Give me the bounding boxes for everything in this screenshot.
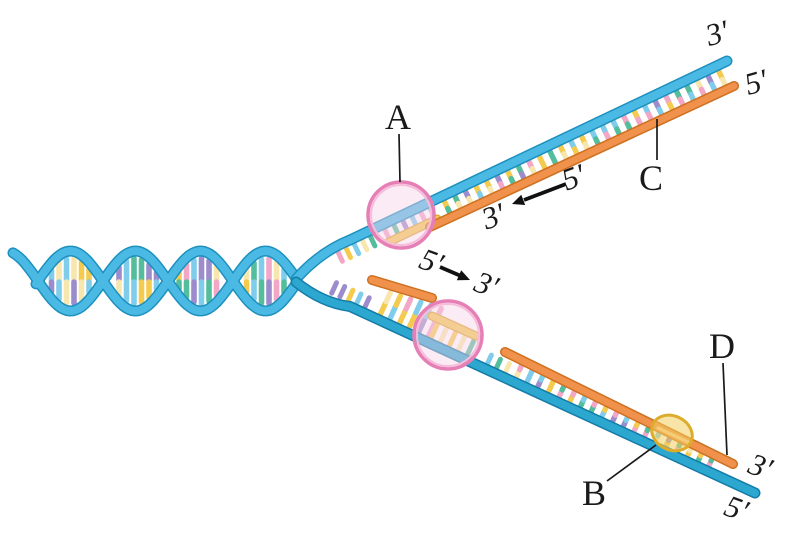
base-pair-rung [383, 290, 393, 305]
leader-line-b [606, 444, 657, 482]
magnifier-circle-a [366, 180, 436, 250]
base-pair-rung [588, 127, 598, 141]
helix-ribbon [9, 246, 299, 316]
unpaired-base [361, 295, 372, 311]
unpaired-base [464, 338, 477, 358]
end-label-bottom-template-5prime: 5′ [720, 488, 754, 529]
unpaired-base [353, 291, 364, 307]
enzyme-ellipse [650, 413, 694, 453]
base-pair-rung [393, 293, 404, 308]
new-strand-leading [426, 82, 738, 231]
label-d: D [709, 326, 735, 366]
diagram-artwork [7, 55, 761, 499]
base-pair-rung [641, 102, 651, 116]
leading-arrow-tail-label-5prime: 5′ [557, 156, 591, 197]
base-pair-rung [557, 142, 567, 156]
unpaired-base [428, 321, 441, 342]
base-pair-rung [673, 87, 683, 101]
base-pair-rung [546, 147, 556, 161]
base-pair-rung [425, 318, 438, 341]
base-pair-rung [578, 132, 588, 146]
fork-direction-arrow-shaft [439, 265, 461, 278]
template-strand-lagging [292, 278, 759, 497]
unpaired-base [335, 248, 345, 264]
base-pair-rung [494, 172, 503, 185]
fork-arrow-tail-label-5prime: 5′ [415, 241, 449, 282]
base-pair-rung [631, 107, 641, 121]
template-strand-leading [292, 57, 731, 283]
okazaki-fragment-1 [368, 276, 436, 302]
unpaired-base [367, 233, 378, 249]
fork-direction-arrowhead-icon [456, 270, 470, 281]
base-pair-rung [683, 82, 693, 96]
leader-line-a [398, 133, 401, 183]
label-b: B [582, 473, 606, 513]
leader-line-d [722, 362, 728, 456]
fork-arrow-head-label-3prime: 3′ [469, 264, 504, 305]
base-pair-rung [525, 157, 535, 171]
magnifier-circle-a [368, 182, 434, 248]
base-pair-rung [515, 162, 524, 176]
base-pair-rung [599, 122, 609, 136]
base-pair-rung [413, 299, 424, 316]
base-pair-rung [441, 197, 450, 210]
leading-strand-arrow-shaft [523, 182, 567, 202]
base-pair-rung [705, 72, 715, 86]
unpaired-base [484, 352, 494, 368]
end-label-bottom-new-3prime: 3′ [743, 446, 778, 487]
magnifier-circle-lagging [414, 301, 482, 369]
base-pair-rung [534, 378, 543, 391]
unpaired-base [343, 244, 353, 260]
base-pair-rung [462, 187, 471, 200]
leading-strand-arrowhead-icon [512, 194, 526, 205]
base-pair-rung [483, 177, 493, 190]
base-pair-rung [396, 307, 409, 327]
leading-arrow-head-label-3prime: 3′ [476, 195, 511, 236]
magnifier-circle-lagging [416, 303, 480, 367]
unpaired-base [359, 236, 370, 253]
primer-segment [428, 312, 480, 340]
unpaired-base [493, 356, 503, 372]
unpaired-base [437, 325, 450, 346]
base-pair-rung [386, 303, 399, 323]
base-pair-rung [620, 112, 630, 126]
unpaired-base [455, 333, 468, 354]
label-a: A [385, 97, 411, 137]
base-pair-rung [536, 152, 545, 166]
base-pair-rung [504, 167, 514, 181]
base-pair-rung [523, 373, 533, 386]
unpaired-base [329, 280, 339, 296]
magnifier-circle-a [370, 184, 432, 246]
unpaired-base [345, 287, 356, 304]
base-pair-rung [715, 67, 725, 81]
unpaired-base [337, 284, 348, 300]
base-pair-rung [662, 92, 672, 106]
unpaired-base [502, 361, 512, 376]
unpaired-base [446, 329, 459, 350]
base-pair-rung [406, 311, 419, 332]
okazaki-fragment-2 [501, 348, 737, 468]
base-pair-rung [403, 296, 414, 312]
end-label-top-template-3prime: 3′ [701, 13, 734, 53]
base-pair-rung [610, 117, 619, 131]
base-pair-rung [415, 315, 428, 336]
base-pair-rung [472, 182, 482, 195]
magnifier-circle-lagging [412, 299, 484, 371]
base-pair-rung [377, 300, 389, 318]
base-pair-rung [694, 77, 704, 91]
base-pair-rung [567, 137, 577, 151]
unpaired-base [351, 240, 362, 257]
end-label-top-new-5prime: 5′ [741, 62, 773, 102]
label-c: C [639, 158, 663, 198]
base-pair-rung [652, 97, 662, 111]
